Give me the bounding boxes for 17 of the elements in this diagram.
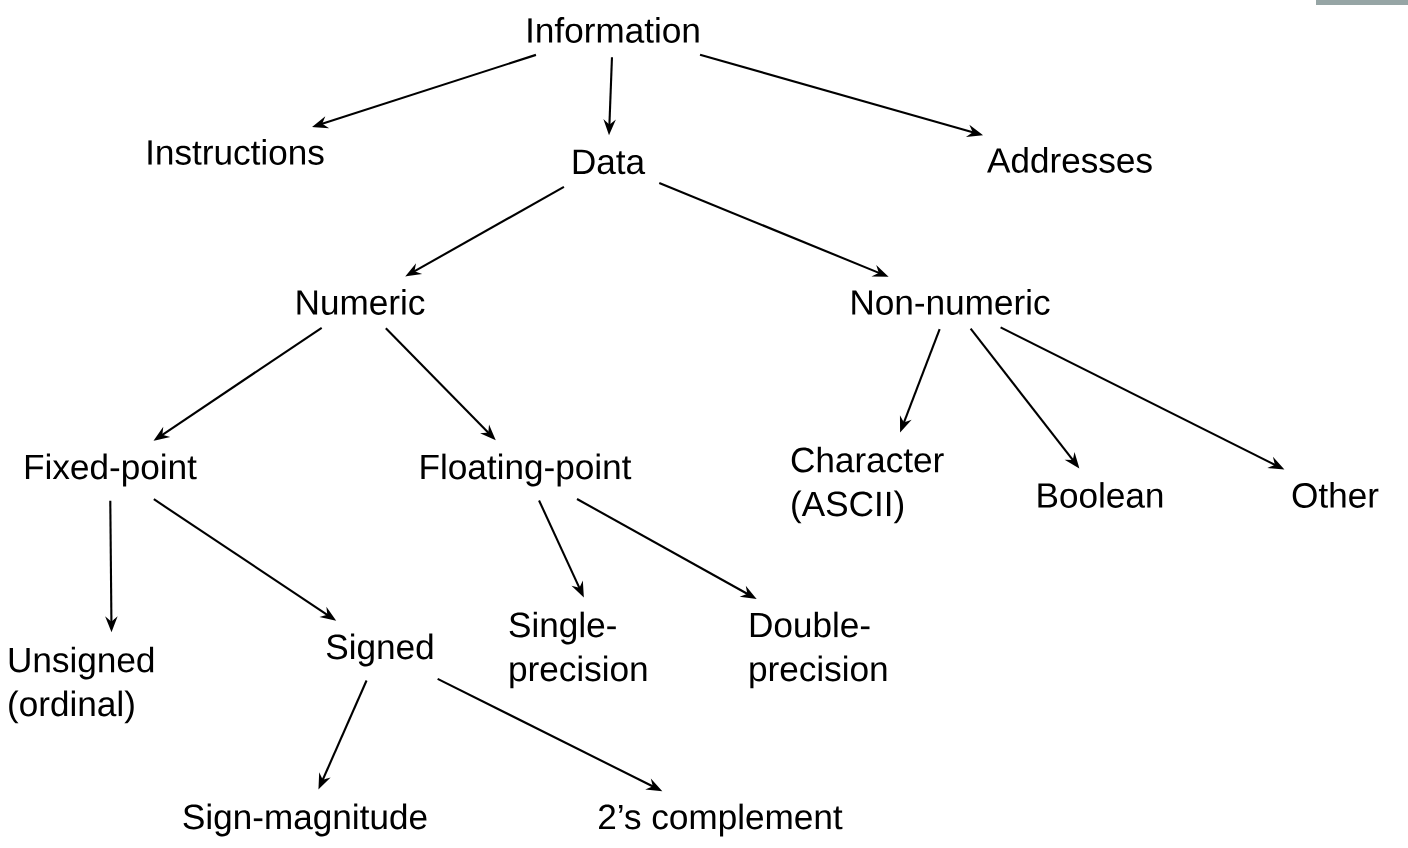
node-label: Other xyxy=(1292,482,1379,508)
node-label: Data xyxy=(573,149,646,175)
node-label: Double-precision xyxy=(750,611,887,689)
node-label: 2’s complement xyxy=(599,803,843,837)
node-label: Floating-point xyxy=(421,453,632,487)
node-label: Instructions xyxy=(148,139,324,165)
node-label: Boolean xyxy=(1038,482,1163,508)
node-label: Information xyxy=(528,17,699,43)
node-label: Non-numeric xyxy=(852,289,1050,315)
node-label: Numeric xyxy=(297,289,425,315)
node-label: Character (ASCII) xyxy=(791,446,944,524)
node-label: Unsigned (ordinal) xyxy=(9,646,154,724)
node-label: Addresses xyxy=(987,147,1152,173)
node-label: Signed xyxy=(326,633,433,667)
node-label: Fixed-point xyxy=(25,453,197,487)
node-label: Single-precision xyxy=(509,611,647,689)
node-label: Sign-magnitude xyxy=(183,803,427,837)
